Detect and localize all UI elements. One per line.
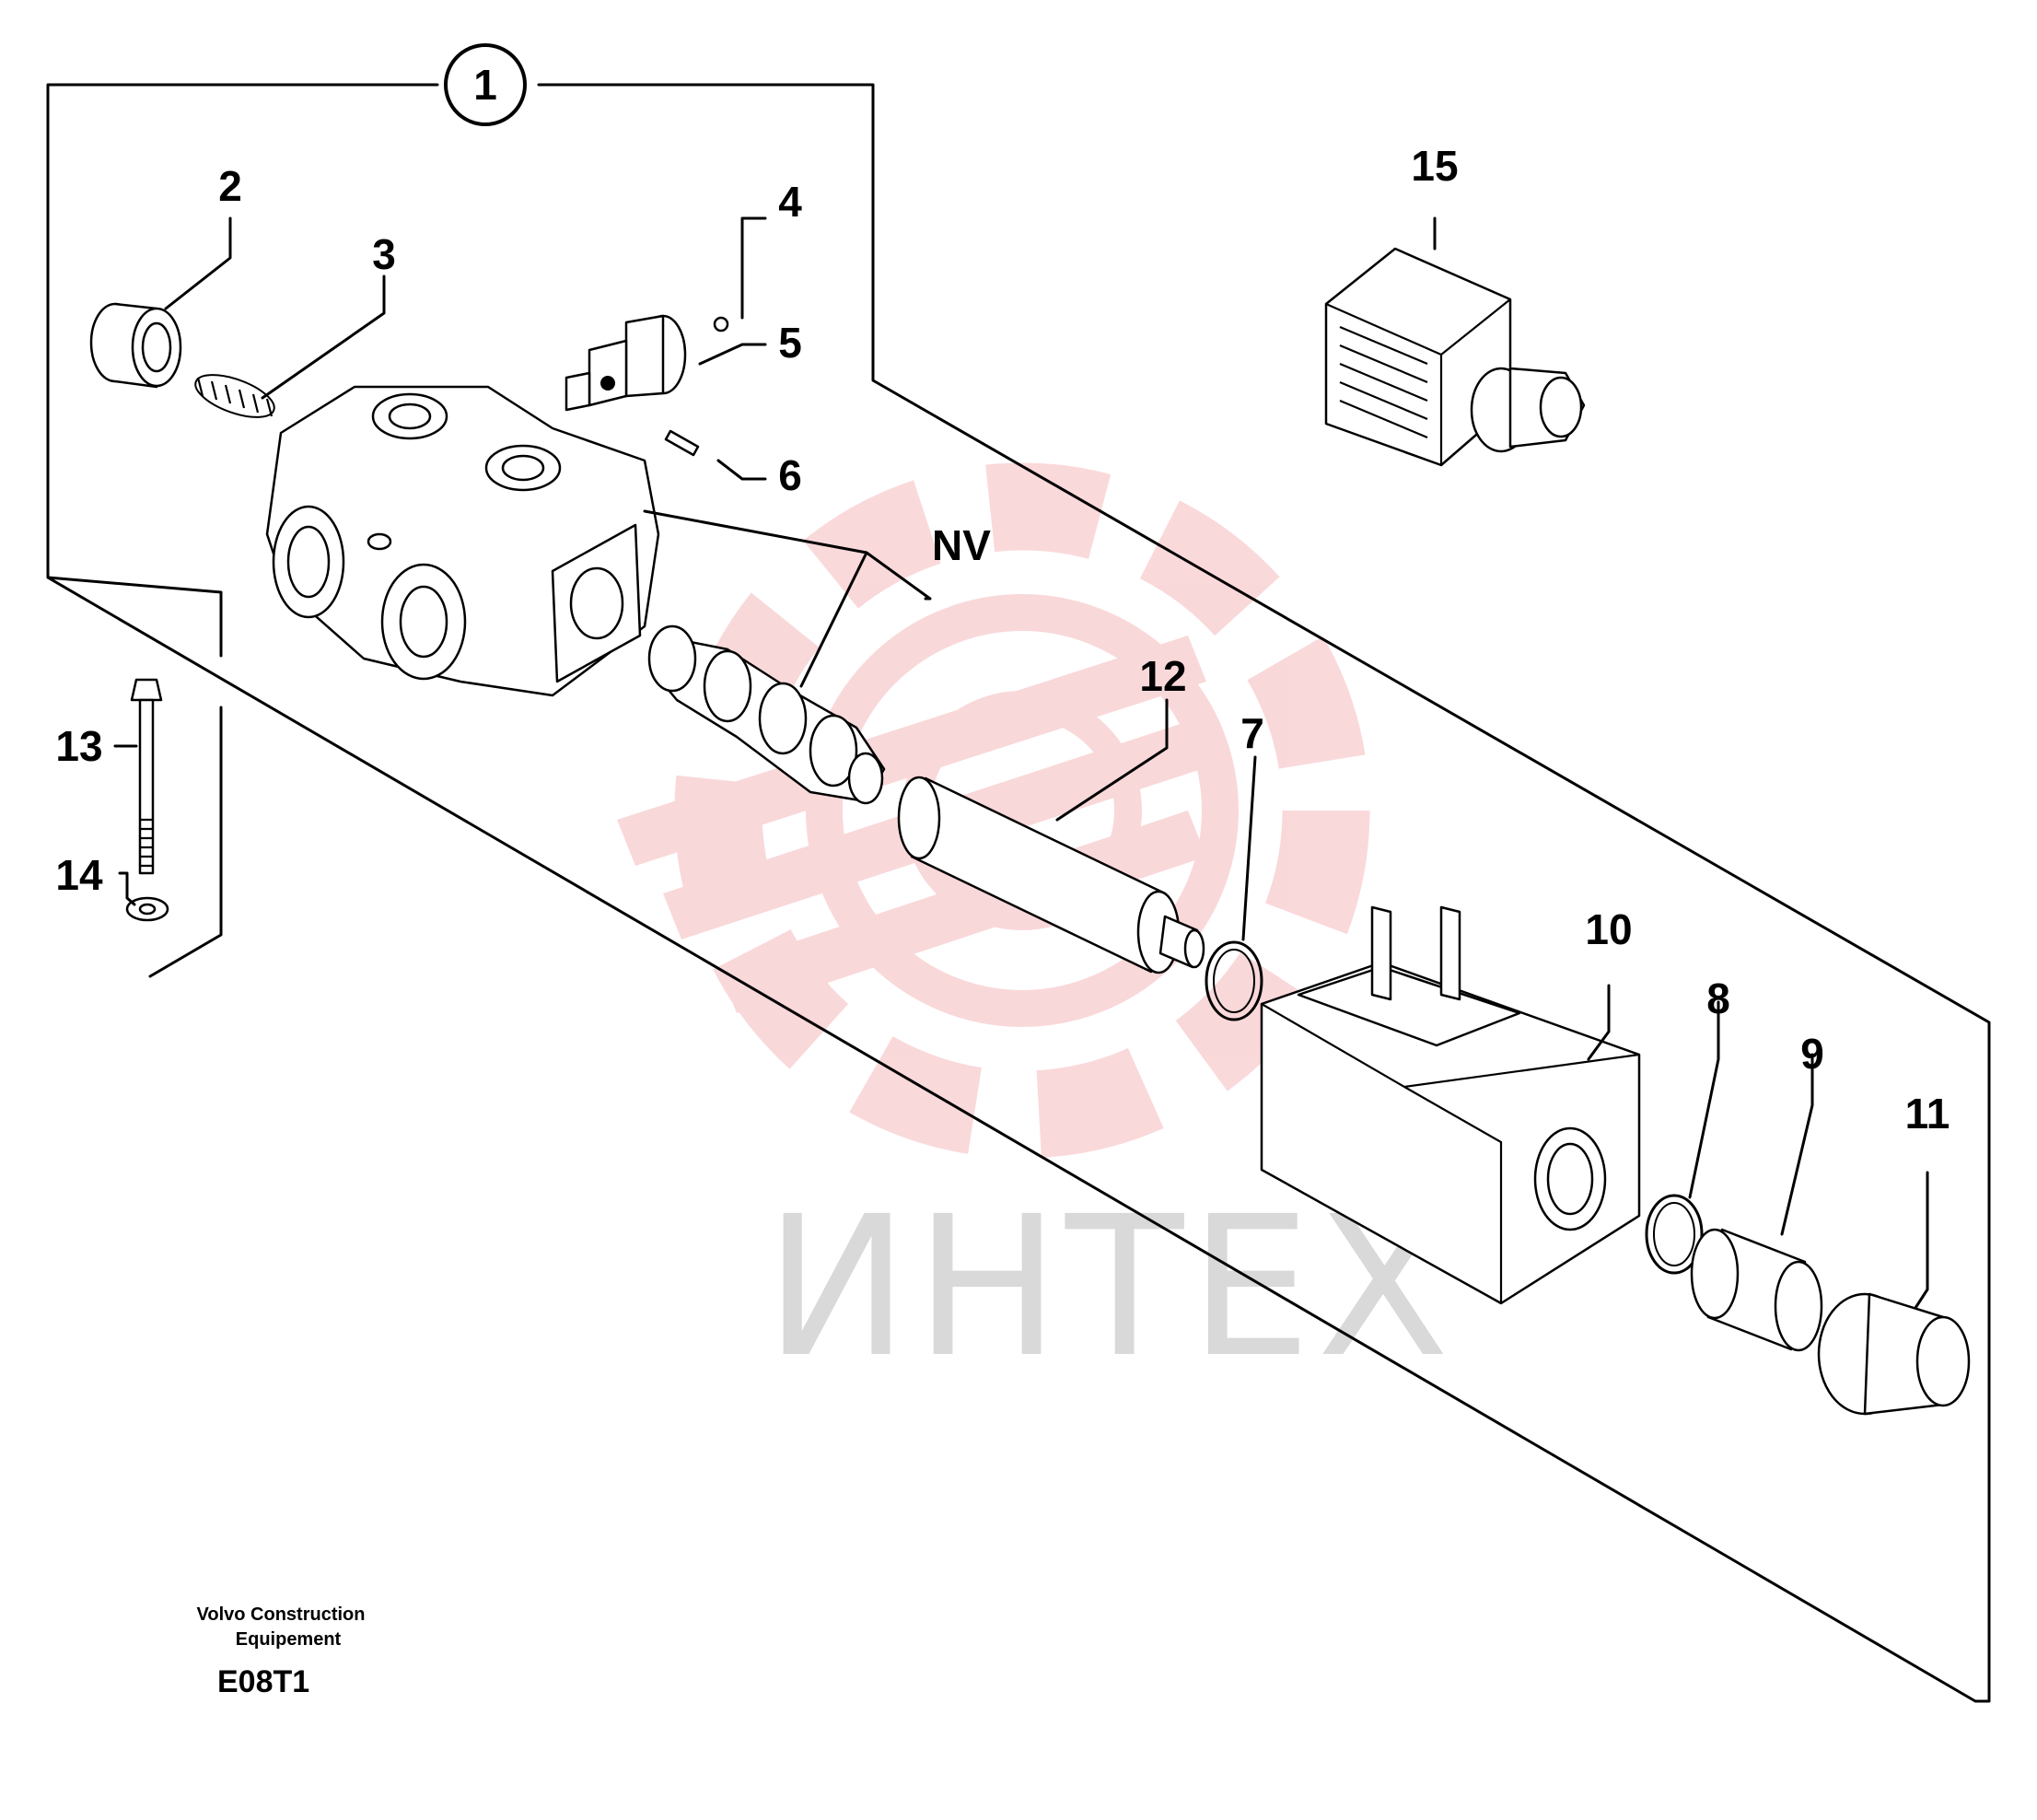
part-7-o-ring	[1205, 940, 1263, 1021]
label-part-13: 13	[55, 722, 102, 770]
part-5-valve-cartridge	[565, 314, 687, 412]
part-8-o-ring	[1645, 1194, 1704, 1275]
footer-company-line1: Volvo Construction	[197, 1604, 366, 1625]
group-label: 1	[473, 61, 497, 109]
part-3-spring	[194, 374, 275, 418]
spool	[647, 624, 886, 805]
part-14-washer	[125, 896, 169, 922]
leader-lines	[113, 216, 1929, 1310]
part-4-ball	[713, 316, 729, 332]
part-6-pin	[664, 429, 700, 457]
label-part-5: 5	[778, 319, 802, 367]
part-12-tube	[897, 776, 1205, 974]
label-part-7: 7	[1240, 709, 1264, 757]
part-11-cap-nut	[1817, 1292, 1971, 1416]
label-part-2: 2	[218, 162, 242, 210]
label-part-10: 10	[1585, 905, 1632, 953]
label-part-3: 3	[372, 230, 396, 278]
label-part-9: 9	[1800, 1030, 1824, 1078]
label-part-8: 8	[1706, 974, 1730, 1022]
part-9-sleeve	[1690, 1228, 1823, 1352]
part-13-bolt	[130, 678, 163, 875]
label-part-6: 6	[778, 451, 802, 499]
group-balloon	[444, 43, 527, 126]
label-part-14: 14	[55, 851, 103, 899]
part-15-connector	[1324, 247, 1586, 467]
footer-drawing-code: E08T1	[217, 1664, 309, 1699]
label-part-15: 15	[1411, 142, 1458, 190]
part-2-cap-nut	[89, 302, 182, 389]
label-part-12: 12	[1139, 652, 1186, 700]
group-bracket	[46, 83, 1991, 1703]
label-part-4: 4	[778, 178, 802, 226]
footer-company-line2: Equipement	[236, 1629, 342, 1650]
part-10-coil	[1260, 905, 1641, 1305]
valve-body	[265, 385, 660, 697]
label-nv: NV	[932, 521, 991, 569]
label-part-11: 11	[1905, 1090, 1950, 1138]
